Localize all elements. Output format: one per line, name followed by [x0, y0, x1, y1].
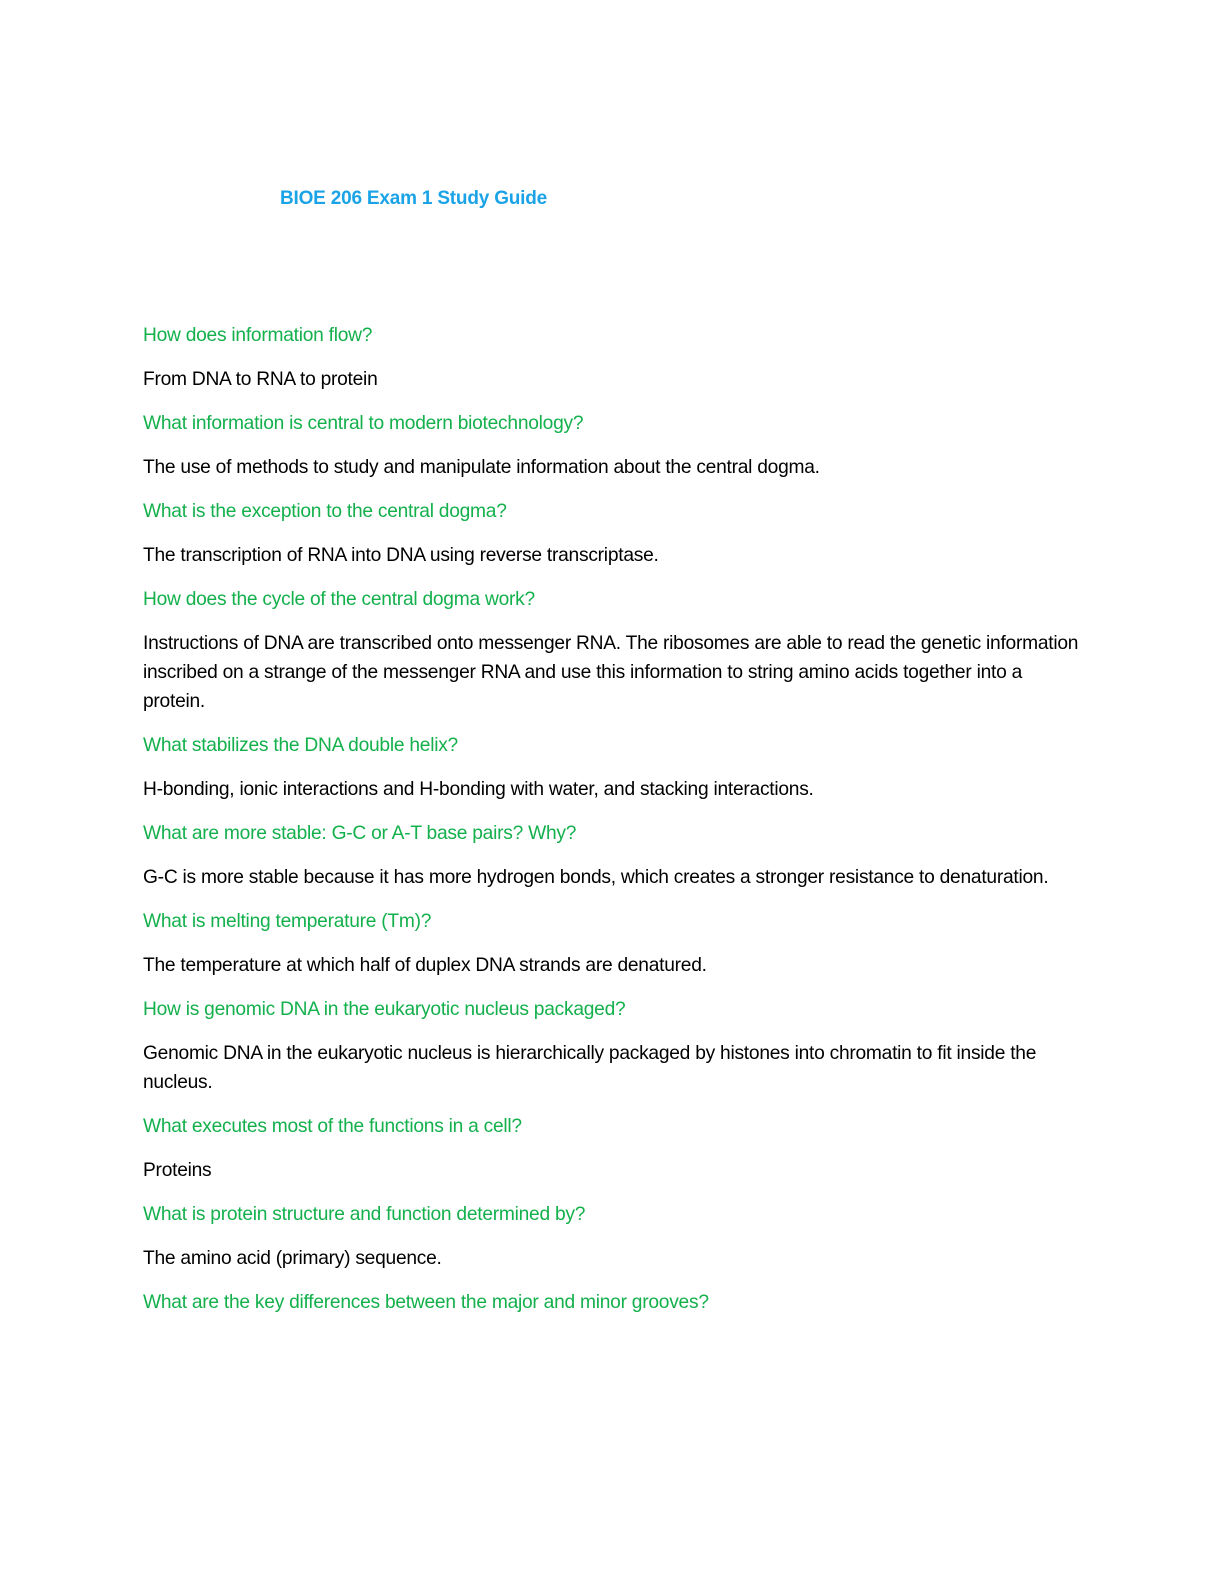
question-4: How does the cycle of the central dogma … [143, 589, 535, 610]
question-7: What is melting temperature (Tm)? [143, 911, 432, 932]
answer-1: From DNA to RNA to protein [143, 369, 378, 390]
answer-8: Genomic DNA in the eukaryotic nucleus is… [143, 1043, 1037, 1093]
question-2: What information is central to modern bi… [143, 413, 584, 434]
question-10: What is protein structure and function d… [143, 1204, 586, 1225]
answer-6: G-C is more stable because it has more h… [143, 867, 1049, 888]
qa-list: How does information flow? From DNA to R… [143, 321, 1083, 1332]
document-title: BIOE 206 Exam 1 Study Guide [280, 188, 548, 209]
answer-7: The temperature at which half of duplex … [143, 955, 707, 976]
answer-5: H-bonding, ionic interactions and H-bond… [143, 779, 814, 800]
question-6: What are more stable: G-C or A-T base pa… [143, 823, 577, 844]
question-11: What are the key differences between the… [143, 1292, 709, 1313]
answer-10: The amino acid (primary) sequence. [143, 1248, 442, 1269]
question-5: What stabilizes the DNA double helix? [143, 735, 458, 756]
answer-2: The use of methods to study and manipula… [143, 457, 820, 478]
answer-3: The transcription of RNA into DNA using … [143, 545, 659, 566]
question-8: How is genomic DNA in the eukaryotic nuc… [143, 999, 626, 1020]
answer-9: Proteins [143, 1160, 212, 1181]
answer-4: Instructions of DNA are transcribed onto… [143, 633, 1079, 712]
question-3: What is the exception to the central dog… [143, 501, 507, 522]
question-9: What executes most of the functions in a… [143, 1116, 522, 1137]
question-1: How does information flow? [143, 325, 373, 346]
